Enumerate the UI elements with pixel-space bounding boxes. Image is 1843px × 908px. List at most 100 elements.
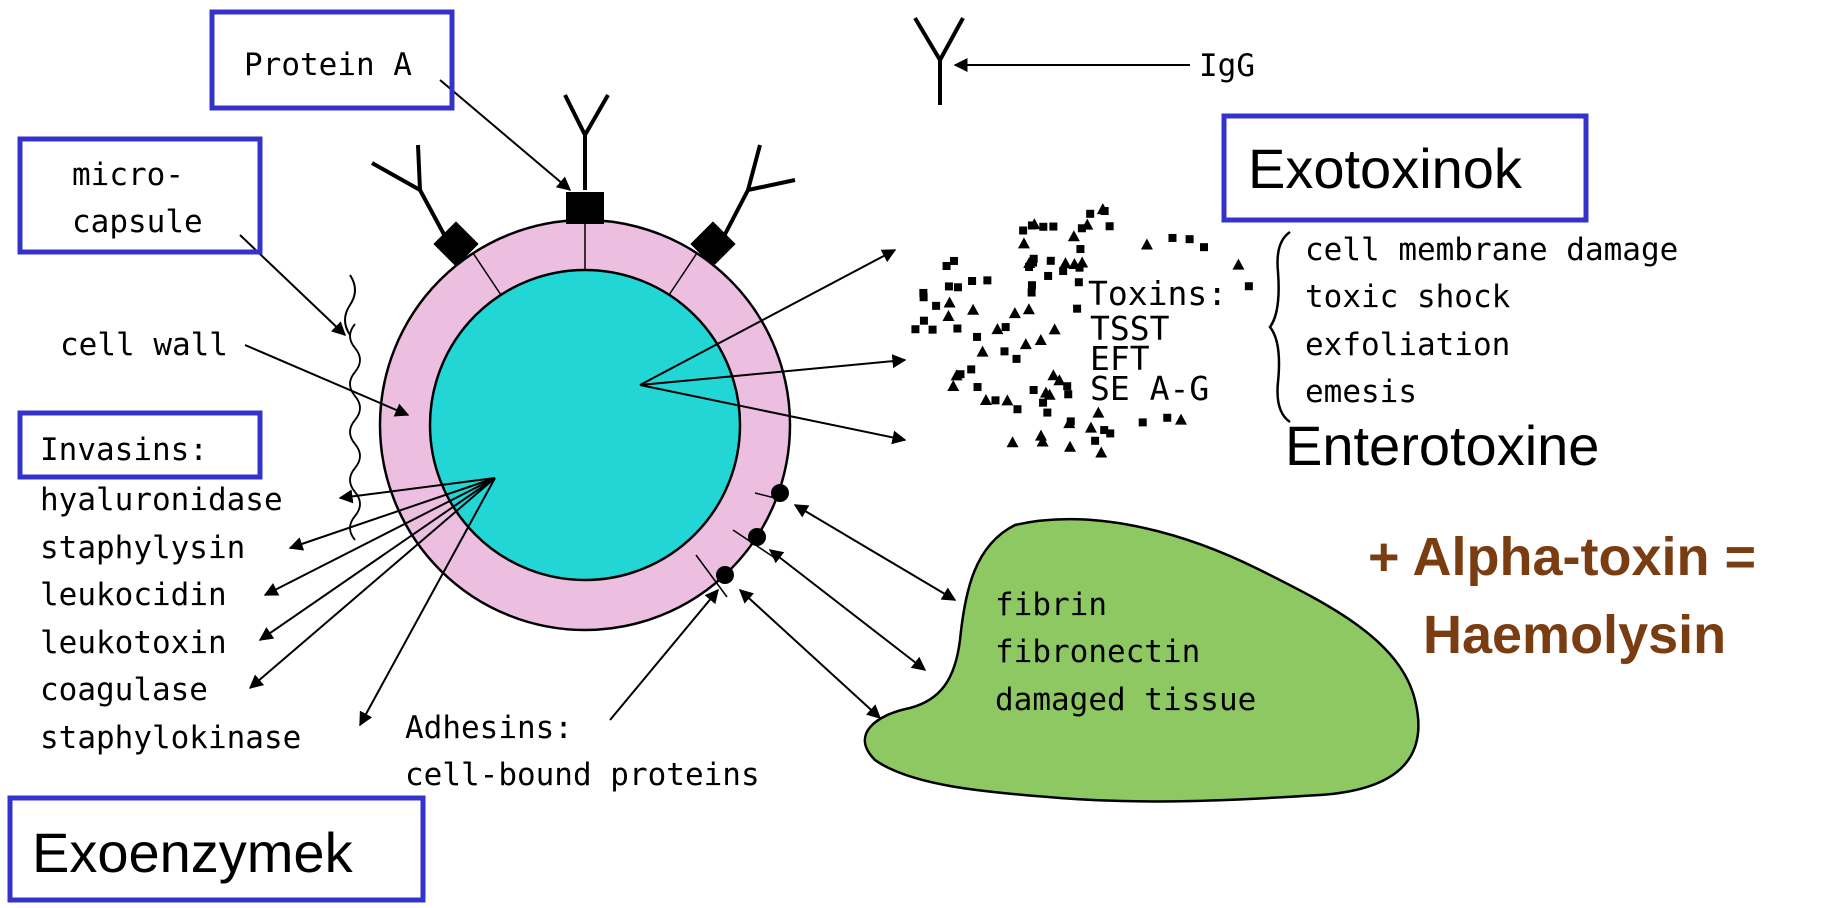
igg-icon <box>915 18 963 105</box>
toxin-particle-square <box>1039 399 1047 407</box>
toxin-particle-square <box>1039 223 1047 231</box>
enterotoxine-heading: Enterotoxine <box>1285 414 1599 477</box>
toxin-particle-square <box>1059 267 1067 275</box>
toxin-particle-square <box>1044 272 1052 280</box>
toxin-particle-square <box>1013 405 1021 413</box>
arrow-adhesin-3 <box>740 590 880 718</box>
protein-a-block-icon <box>566 192 604 224</box>
toxin-particle-square <box>919 289 927 297</box>
toxin-effect: emesis <box>1305 374 1417 410</box>
toxin-particle-square <box>911 325 919 333</box>
toxin-particle-triangle <box>947 380 959 391</box>
toxin-particle-triangle <box>1018 237 1030 248</box>
toxin-particle-triangle <box>980 394 992 405</box>
alpha-toxin-line: + Alpha-toxin = <box>1368 527 1756 587</box>
toxin-particle-triangle <box>1035 334 1047 345</box>
haemolysin-line: Haemolysin <box>1423 605 1726 665</box>
toxin-particle-square <box>1186 235 1194 243</box>
toxin-particle-square <box>920 317 928 325</box>
toxin-particle-square <box>1028 289 1036 297</box>
toxin-particle-square <box>945 282 953 290</box>
micro-capsule-label-2: capsule <box>72 204 203 240</box>
antibody-center-icon <box>565 95 608 190</box>
toxin-particle-triangle <box>991 323 1003 334</box>
toxin-particle-square <box>1028 221 1036 229</box>
toxin-particle-triangle <box>1232 259 1244 270</box>
cell-wall-label: cell wall <box>60 327 228 363</box>
toxin-particle-square <box>1075 278 1083 286</box>
toxin-particle-square <box>1049 223 1057 231</box>
arrow-cell-wall <box>245 345 408 415</box>
tissue-item: fibronectin <box>995 634 1200 670</box>
micro-capsule-wavy-line-2 <box>350 324 360 540</box>
exotoxinok-heading: Exotoxinok <box>1248 137 1523 200</box>
toxin-particle-square <box>1245 282 1253 290</box>
arrow-protein-a <box>440 80 570 190</box>
invasin-item: staphylysin <box>40 530 245 566</box>
toxin-particle-square <box>1091 437 1099 445</box>
toxin-particle-square <box>953 325 961 333</box>
toxin-effects-brace <box>1270 232 1290 422</box>
toxin-particle-triangle <box>1007 436 1019 447</box>
toxin-particle-square <box>1200 243 1208 251</box>
toxin-particle-square <box>1067 417 1075 425</box>
micro-capsule-label-1: micro- <box>72 157 184 193</box>
toxin-particle-square <box>1019 226 1027 234</box>
toxin-particle-square <box>1086 210 1094 218</box>
toxin-particle-triangle <box>1009 307 1021 318</box>
toxin-particle-square <box>1013 355 1021 363</box>
toxin-particle-square <box>974 383 982 391</box>
toxin-particle-square <box>967 365 975 373</box>
toxin-particle-square <box>954 283 962 291</box>
toxin-effect: cell membrane damage <box>1305 232 1678 268</box>
toxin-particle-square <box>929 326 937 334</box>
toxin-particle-triangle <box>942 310 954 321</box>
toxin-particle-square <box>1106 429 1114 437</box>
toxin-particle-square <box>1047 257 1055 265</box>
toxin-particle-square <box>1025 263 1033 271</box>
toxin-particle-cloud <box>911 203 1252 457</box>
toxins-title: Toxins: <box>1088 274 1227 313</box>
toxin-particle-triangle <box>1020 338 1032 349</box>
toxin-particle-square <box>1064 390 1072 398</box>
invasin-item: staphylokinase <box>40 720 301 756</box>
toxin-particle-triangle <box>1035 430 1047 441</box>
toxin-particle-square <box>943 262 951 270</box>
toxin-particle-triangle <box>1049 323 1061 334</box>
toxin-particle-triangle <box>1095 446 1107 457</box>
toxin-item: SE A-G <box>1090 369 1209 408</box>
toxin-particle-square <box>1030 386 1038 394</box>
cytoplasm <box>430 270 740 580</box>
toxin-particle-square <box>973 333 981 341</box>
toxin-particle-triangle <box>1141 238 1153 249</box>
toxin-particle-square <box>950 257 958 265</box>
antibody-right-icon <box>722 145 795 240</box>
invasin-item: coagulase <box>40 672 208 708</box>
toxin-particle-square <box>983 276 991 284</box>
toxin-particle-triangle <box>1085 422 1097 433</box>
toxin-particle-triangle <box>1092 407 1104 418</box>
tissue-item: damaged tissue <box>995 682 1256 718</box>
igg-label: IgG <box>1199 48 1255 84</box>
cell-bound-proteins-label: cell-bound proteins <box>405 757 760 793</box>
tissue-item: fibrin <box>995 587 1107 623</box>
invasin-item: hyaluronidase <box>40 482 283 518</box>
toxin-particle-square <box>1163 414 1171 422</box>
invasin-item: leukocidin <box>40 577 227 613</box>
toxin-particle-triangle <box>977 346 989 357</box>
toxin-effect: exfoliation <box>1305 327 1510 363</box>
toxin-particle-square <box>1078 224 1086 232</box>
toxin-particle-triangle <box>1064 441 1076 452</box>
antibody-left-icon <box>372 145 447 240</box>
toxin-particle-triangle <box>1076 256 1088 267</box>
toxin-particle-square <box>932 302 940 310</box>
toxin-particle-square <box>1073 305 1081 313</box>
toxin-particle-square <box>1076 245 1084 253</box>
exoenzymek-heading: Exoenzymek <box>32 821 354 884</box>
toxin-particle-square <box>991 396 999 404</box>
toxin-particle-square <box>1139 418 1147 426</box>
toxin-particle-square <box>968 277 976 285</box>
toxin-effect: toxic shock <box>1305 279 1511 315</box>
